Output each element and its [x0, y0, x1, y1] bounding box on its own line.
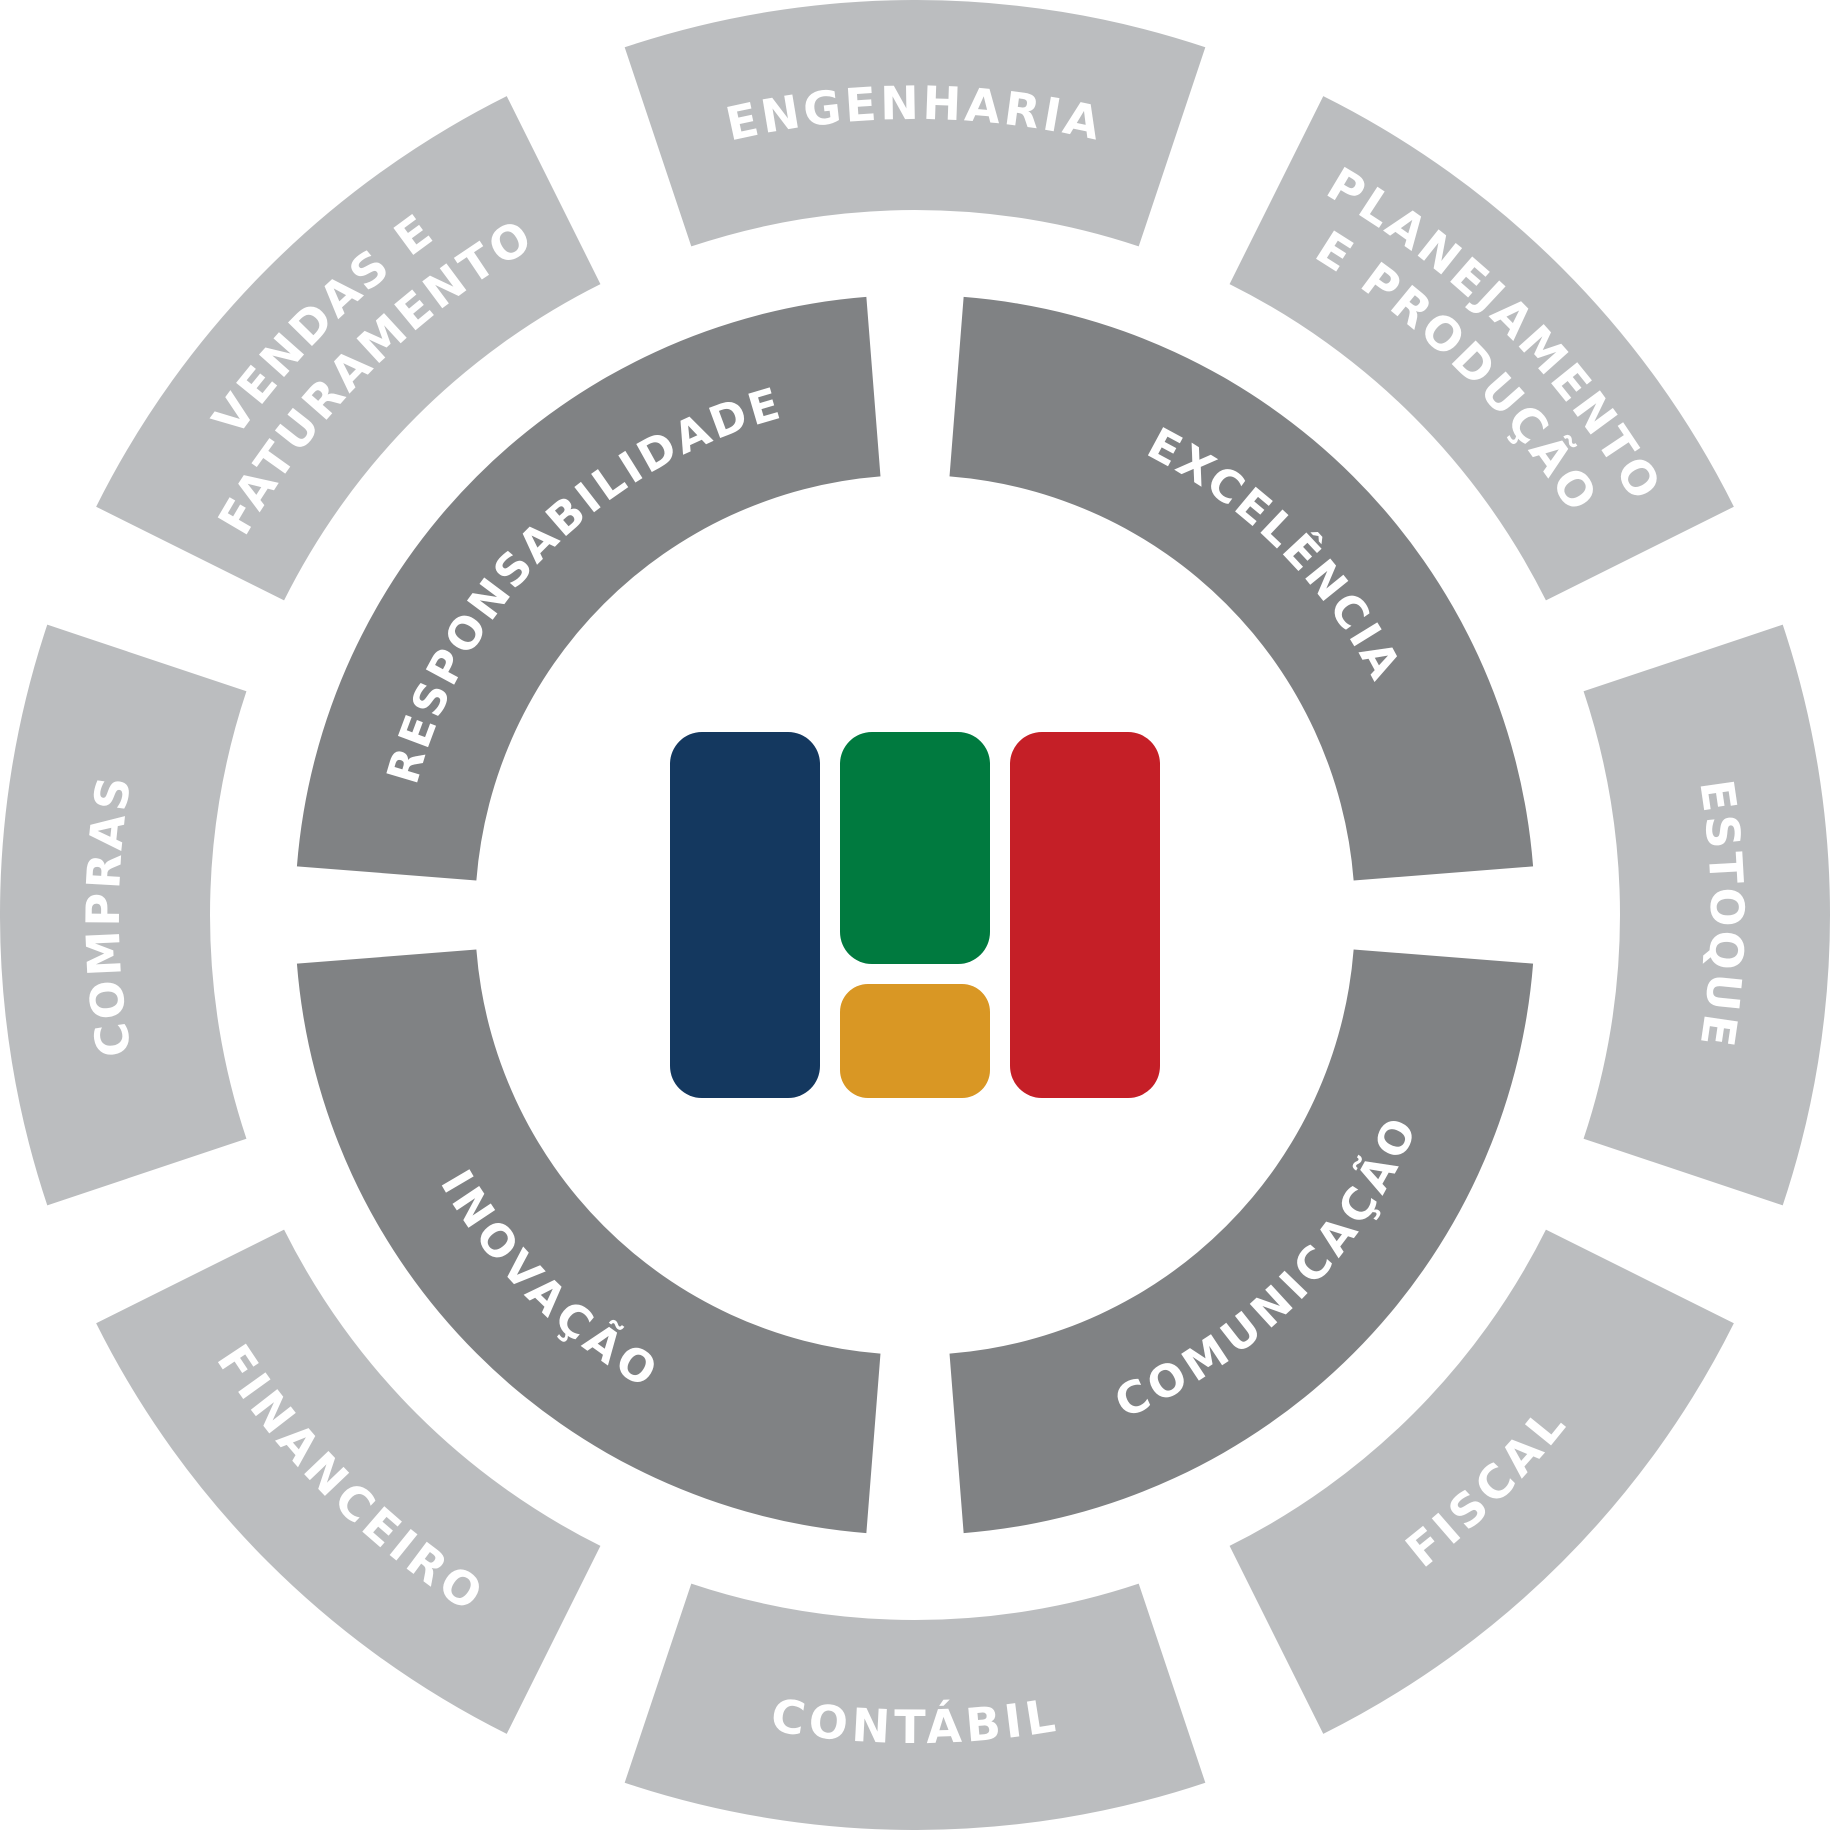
logo-red-block — [1010, 732, 1160, 1098]
logo-green-block — [840, 732, 990, 964]
outer-segment-estoque — [1583, 624, 1831, 1206]
outer-segment-vendas-e-faturamento — [96, 96, 601, 601]
inner-segment-responsabilidade — [296, 296, 881, 881]
outer-segment-financeiro — [96, 1229, 601, 1734]
outer-segment-fiscal — [1229, 1229, 1734, 1734]
outer-segment-planejamento-e-producao — [1229, 96, 1734, 601]
outer-label-compras: COMPRAS — [76, 769, 142, 1060]
logo-yellow-block — [840, 984, 990, 1098]
inner-segment-comunicacao — [949, 949, 1534, 1534]
logo-blue-block — [670, 732, 820, 1098]
outer-segment-contabil — [624, 1583, 1206, 1830]
outer-segment-compras — [0, 624, 247, 1206]
inner-segment-inovacao — [296, 949, 881, 1534]
inner-segment-excelencia — [949, 296, 1534, 881]
center-logo — [670, 732, 1160, 1098]
outer-segment-engenharia — [624, 0, 1206, 247]
